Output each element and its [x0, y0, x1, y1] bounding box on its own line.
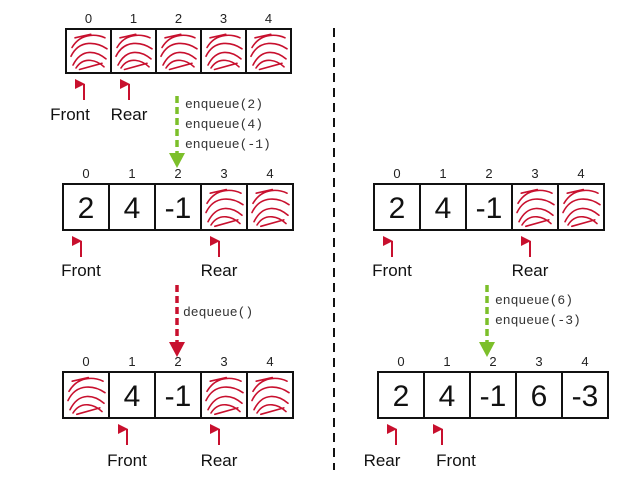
slot-index: 0: [393, 166, 400, 181]
slot-index: 1: [128, 166, 135, 181]
slot-value: 6: [531, 380, 548, 413]
slot-value: 2: [78, 192, 95, 225]
empty-slot-scribble: [516, 188, 555, 228]
rear-pointer-label: Rear: [364, 451, 401, 470]
slot-index: 2: [174, 354, 181, 369]
rear-pointer-label: Rear: [201, 261, 238, 280]
slot-index: 2: [485, 166, 492, 181]
queue-slot: [469, 371, 517, 419]
slot-index: 1: [443, 354, 450, 369]
slot-index: 3: [531, 166, 538, 181]
front-pointer-label: Front: [372, 261, 412, 280]
slot-value: 4: [435, 192, 452, 225]
queue-slot: [154, 371, 202, 419]
queue-slot: [154, 183, 202, 231]
slot-index: 0: [82, 166, 89, 181]
dequeue-operation: dequeue(): [169, 285, 253, 357]
queue-slot: [377, 371, 425, 419]
slot-index: 3: [220, 166, 227, 181]
enqueue-code-line: enqueue(4): [185, 117, 263, 132]
slot-index: 0: [397, 354, 404, 369]
empty-slot-scribble: [205, 376, 244, 416]
empty-slot-scribble: [70, 33, 108, 71]
slot-index: 1: [439, 166, 446, 181]
front-pointer-label: Front: [61, 261, 101, 280]
slot-index: 0: [82, 354, 89, 369]
slot-index: 1: [128, 354, 135, 369]
slot-index: 4: [265, 11, 272, 26]
enqueue-arrow-head: [169, 153, 185, 168]
slot-index: 3: [535, 354, 542, 369]
slot-index: 2: [175, 11, 182, 26]
queue-slot: [423, 371, 471, 419]
queue-slot: [373, 183, 421, 231]
slot-value: -3: [572, 380, 599, 413]
empty-slot-scribble: [562, 188, 601, 228]
enqueue-operation: enqueue(6) enqueue(-3): [479, 285, 581, 357]
front-pointer-label: Front: [436, 451, 476, 470]
rear-pointer-label: Rear: [512, 261, 549, 280]
slot-value: -1: [476, 192, 503, 225]
empty-slot-scribble: [205, 188, 244, 228]
rear-pointer-label: Rear: [111, 105, 148, 124]
slot-index: 2: [174, 166, 181, 181]
enqueue-code-line: enqueue(-3): [495, 313, 581, 328]
enqueue-code-line: enqueue(-1): [185, 137, 271, 152]
empty-slot-scribble: [205, 33, 243, 71]
empty-slot-scribble: [160, 33, 198, 71]
slot-index: 4: [266, 354, 273, 369]
empty-slot-scribble: [67, 376, 106, 416]
slot-index: 3: [220, 11, 227, 26]
front-pointer-label: Front: [50, 105, 90, 124]
slot-index: 0: [85, 11, 92, 26]
empty-slot-scribble: [115, 33, 153, 71]
slot-index: 2: [489, 354, 496, 369]
slot-index: 4: [577, 166, 584, 181]
empty-slot-scribble: [251, 376, 290, 416]
slot-value: -1: [165, 380, 192, 413]
slot-index: 4: [266, 166, 273, 181]
enqueue-code-line: enqueue(6): [495, 293, 573, 308]
slot-index: 3: [220, 354, 227, 369]
slot-value: -1: [480, 380, 507, 413]
slot-value: 2: [393, 380, 410, 413]
dequeue-code-line: dequeue(): [183, 305, 253, 320]
rear-pointer-label: Rear: [201, 451, 238, 470]
empty-slot-scribble: [251, 188, 290, 228]
enqueue-operation: enqueue(2) enqueue(4) enqueue(-1): [169, 96, 271, 168]
slot-index: 4: [581, 354, 588, 369]
enqueue-arrow-head: [479, 342, 495, 357]
queue-slot: [62, 183, 110, 231]
enqueue-code-line: enqueue(2): [185, 97, 263, 112]
slot-value: 4: [124, 192, 141, 225]
empty-slot-scribble: [250, 33, 288, 71]
slot-value: 2: [389, 192, 406, 225]
slot-value: -1: [165, 192, 192, 225]
dequeue-arrow-head: [169, 342, 185, 357]
slot-value: 4: [124, 380, 141, 413]
slot-value: 4: [439, 380, 456, 413]
slot-index: 1: [130, 11, 137, 26]
front-pointer-label: Front: [107, 451, 147, 470]
queue-slot: [108, 371, 156, 419]
queue-slot: [561, 371, 609, 419]
